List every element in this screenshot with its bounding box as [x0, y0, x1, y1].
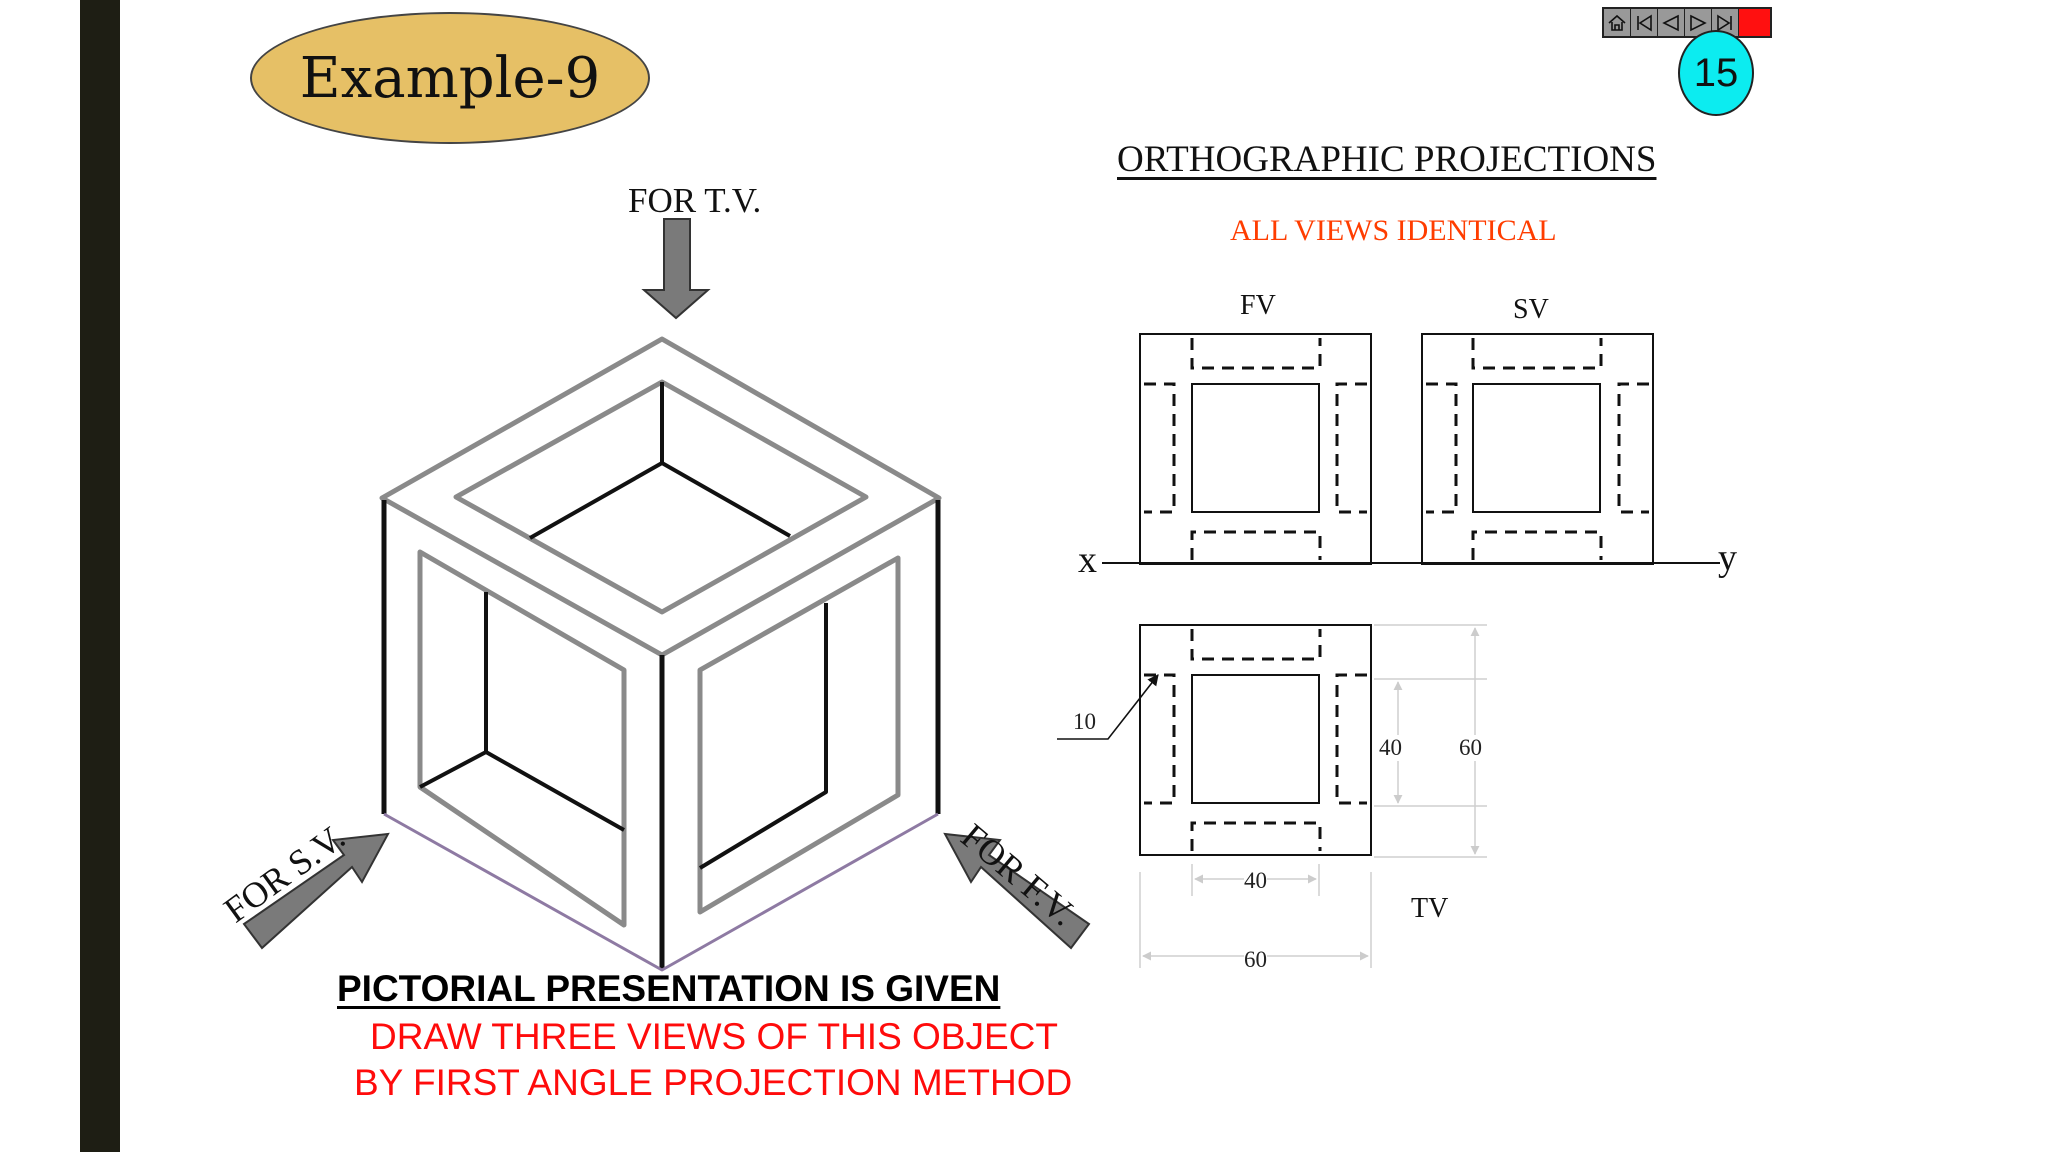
cube-top-opening: [453, 379, 869, 615]
isometric-cube: [379, 336, 942, 972]
dim-inner-height: 40: [1379, 735, 1402, 761]
dim-outer-height: 60: [1459, 735, 1482, 761]
dim-outer-width: 60: [1244, 947, 1267, 973]
example-title: Example-9: [299, 45, 601, 111]
cube-bottom-edge: [383, 812, 939, 972]
left-accent-bar: [80, 0, 120, 1152]
cube-right-opening: [697, 555, 901, 915]
cube-top-face: [379, 336, 942, 658]
cube-left-opening: [417, 549, 627, 928]
next-slide-icon[interactable]: [1685, 9, 1712, 36]
views-identical-note: ALL VIEWS IDENTICAL: [1230, 214, 1557, 247]
front-view: [1139, 333, 1372, 565]
sv-label: SV: [1513, 294, 1549, 325]
example-title-badge: Example-9: [250, 12, 650, 144]
arrow-for-tv: [641, 218, 711, 320]
y-label: y: [1718, 537, 1737, 579]
caption-heading: PICTORIAL PRESENTATION IS GIVEN: [337, 968, 1001, 1009]
orthographic-heading: ORTHOGRAPHIC PROJECTIONS: [1117, 139, 1657, 180]
previous-slide-icon[interactable]: [1658, 9, 1685, 36]
arrow-for-sv: [242, 832, 390, 950]
x-label: x: [1078, 539, 1097, 581]
caption-line-1: DRAW THREE VIEWS OF THIS OBJECT: [370, 1016, 1058, 1057]
hole-leader-line: [1057, 674, 1159, 740]
top-view: [1139, 624, 1372, 856]
dim-hole-10: 10: [1073, 709, 1096, 734]
home-icon[interactable]: [1604, 9, 1631, 36]
arrow-for-fv: [943, 832, 1091, 950]
fv-label: FV: [1240, 290, 1276, 321]
label-for-tv: FOR T.V.: [628, 181, 762, 220]
dim-inner-width: 40: [1244, 868, 1267, 894]
side-view: [1421, 333, 1654, 565]
page-number-badge: 15: [1678, 30, 1754, 116]
last-slide-icon[interactable]: [1712, 9, 1739, 36]
caption-line-2: BY FIRST ANGLE PROJECTION METHOD: [354, 1062, 1073, 1103]
first-slide-icon[interactable]: [1631, 9, 1658, 36]
slide-navigation-bar: [1602, 7, 1772, 38]
tv-label: TV: [1411, 893, 1449, 924]
end-show-icon[interactable]: [1739, 9, 1770, 36]
